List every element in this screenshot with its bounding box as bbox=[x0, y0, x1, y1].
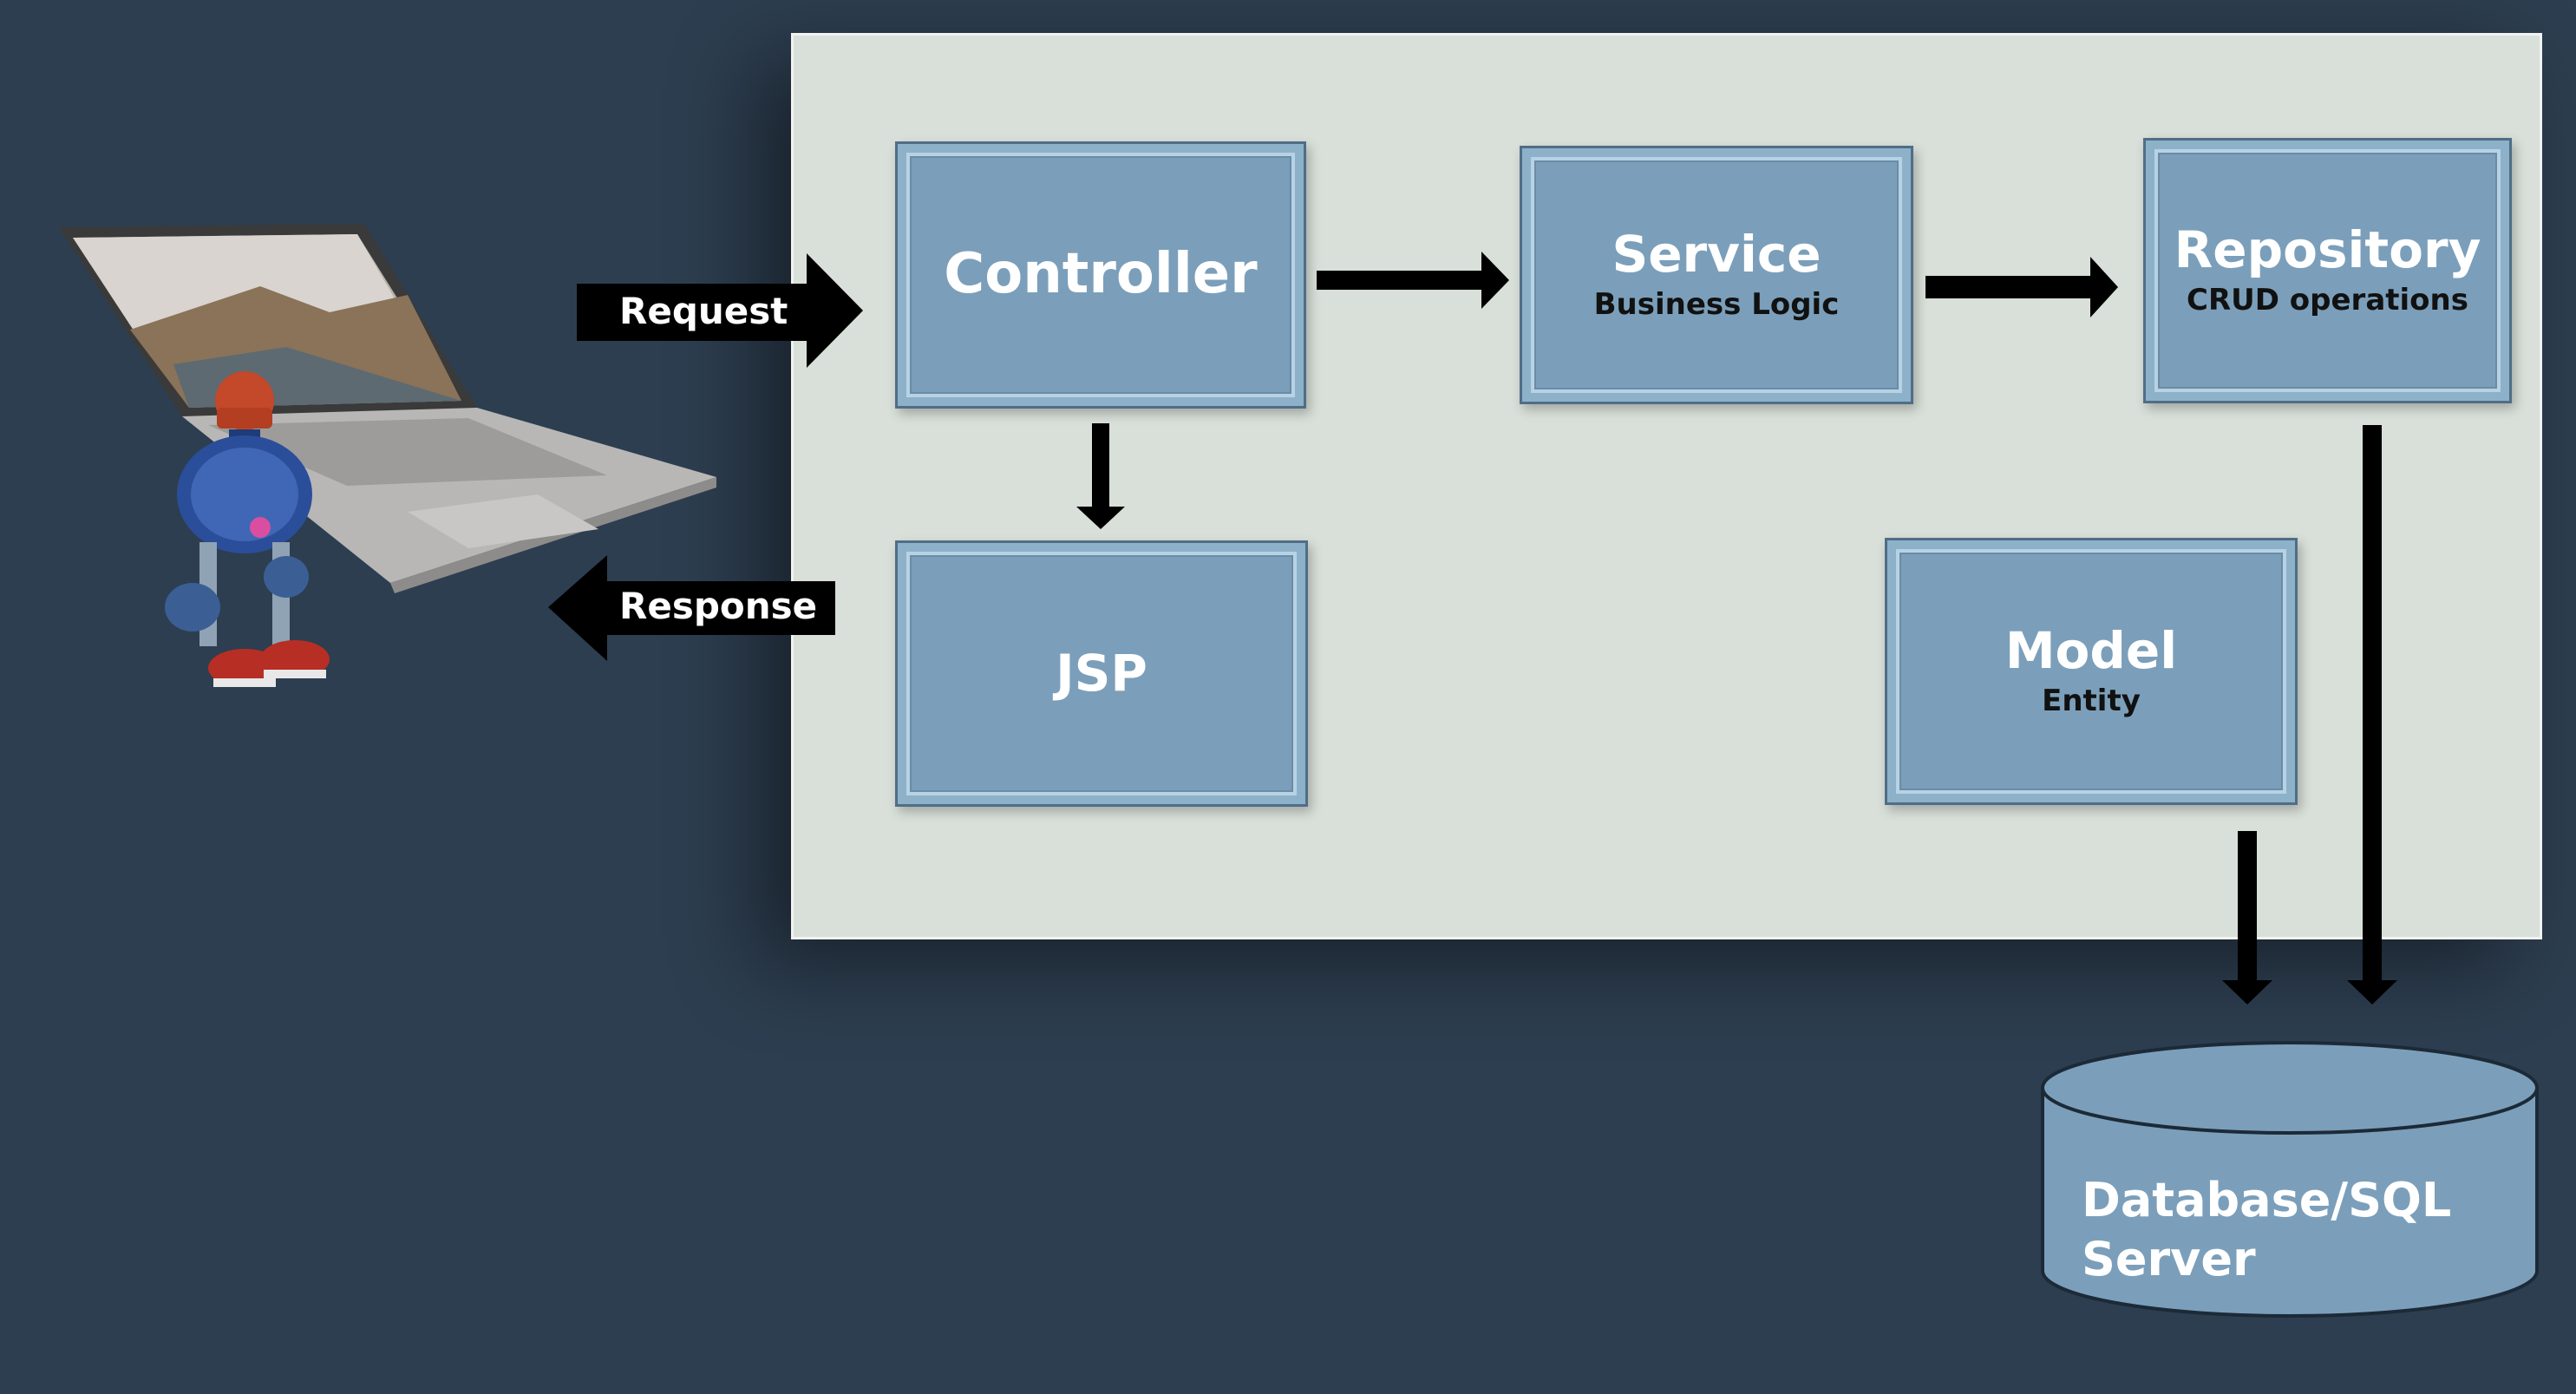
service-to-repository-arrow bbox=[1925, 257, 2118, 317]
response-arrow bbox=[548, 555, 835, 661]
model-to-database-arrow bbox=[2222, 831, 2272, 1005]
database-label-line1: Database/SQL bbox=[2082, 1173, 2452, 1227]
controller-to-service-arrow bbox=[1317, 252, 1509, 309]
model-subtitle: Entity bbox=[2042, 684, 2141, 719]
request-arrow bbox=[577, 253, 863, 368]
repository-subtitle: CRUD operations bbox=[2187, 283, 2468, 318]
service-box: Service Business Logic bbox=[1520, 146, 1913, 404]
request-label: Request bbox=[619, 290, 788, 332]
robot-icon bbox=[165, 371, 330, 687]
service-subtitle: Business Logic bbox=[1593, 287, 1840, 323]
controller-title: Controller bbox=[944, 242, 1258, 307]
response-label: Response bbox=[619, 585, 818, 627]
model-box: Model Entity bbox=[1885, 538, 2298, 805]
model-title: Model bbox=[2004, 620, 2178, 680]
database-label: Database/SQL Server bbox=[2082, 1171, 2533, 1288]
repository-box: Repository CRUD operations bbox=[2143, 138, 2512, 403]
database-label-line2: Server bbox=[2082, 1231, 2256, 1286]
repository-to-database-arrow bbox=[2347, 425, 2397, 1005]
controller-box: Controller bbox=[895, 141, 1306, 409]
laptop-icon bbox=[59, 224, 716, 593]
repository-title: Repository bbox=[2174, 219, 2481, 279]
jsp-box: JSP bbox=[895, 540, 1308, 807]
service-title: Service bbox=[1612, 224, 1821, 284]
database-cylinder bbox=[2041, 1041, 2539, 1318]
controller-to-jsp-arrow bbox=[1076, 423, 1125, 529]
jsp-title: JSP bbox=[1056, 644, 1147, 704]
